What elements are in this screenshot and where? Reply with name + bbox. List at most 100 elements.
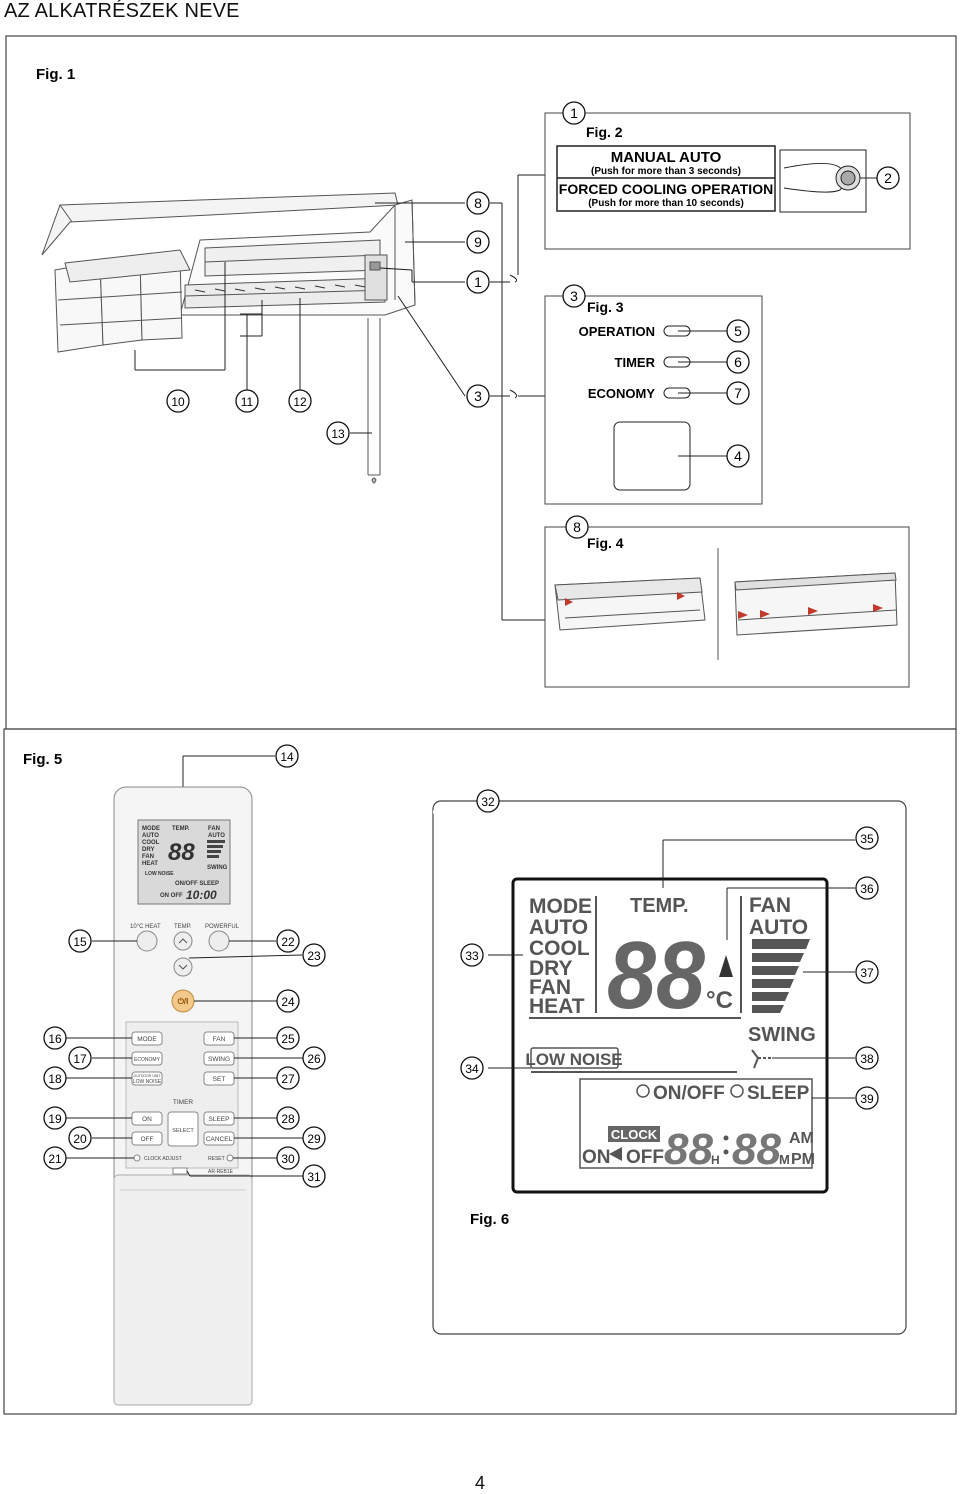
fig6-label: Fig. 6 bbox=[470, 1211, 509, 1228]
clock-adjust-button[interactable] bbox=[133, 1154, 141, 1162]
callout-circle-30 bbox=[276, 1146, 300, 1170]
callout-number-8: 8 bbox=[573, 519, 581, 535]
callout-circle-8 bbox=[466, 191, 490, 215]
callout-number-15: 15 bbox=[73, 935, 87, 949]
lcd-am: AM bbox=[789, 1130, 814, 1147]
fig4-frame bbox=[544, 526, 910, 688]
callout-number-7: 7 bbox=[734, 385, 742, 401]
economy-button-label: ECONOMY bbox=[134, 1057, 161, 1063]
callout-circle-27 bbox=[276, 1066, 300, 1090]
fig1-leader-lines bbox=[134, 174, 545, 621]
lcd-swing: SWING bbox=[748, 1024, 816, 1046]
lcd-h: H bbox=[711, 1153, 720, 1167]
temp-label: TEMP. bbox=[174, 924, 192, 930]
lcd-m: M bbox=[779, 1152, 790, 1167]
callout-circle-31 bbox=[302, 1164, 326, 1188]
clock-adjust-label: CLOCK ADJUST bbox=[144, 1156, 182, 1162]
lcd-timer-area bbox=[579, 1078, 813, 1169]
lcd-hours: 88 bbox=[664, 1125, 713, 1174]
callout-number-20: 20 bbox=[73, 1132, 87, 1146]
callout-number-10: 10 bbox=[171, 395, 185, 409]
lcd-mode: MODE bbox=[529, 895, 592, 918]
mode-button-label: MODE bbox=[137, 1036, 157, 1043]
callout-circle-1 bbox=[466, 270, 490, 294]
indicator-lamps bbox=[613, 325, 691, 491]
on-timer-label: ON bbox=[142, 1116, 152, 1123]
manual-auto-label: MANUAL AUTO bbox=[611, 149, 722, 166]
heat10-button[interactable] bbox=[136, 930, 158, 952]
operation-label: OPERATION bbox=[579, 324, 655, 339]
fig3-frame bbox=[544, 295, 763, 505]
callout-number-13: 13 bbox=[331, 427, 345, 441]
lcd-pm: PM bbox=[791, 1151, 815, 1168]
chevron-up-icon bbox=[178, 938, 188, 944]
callout-circle-10 bbox=[166, 389, 190, 413]
callout-circle-24 bbox=[276, 989, 300, 1013]
lcd-fan-label: FAN bbox=[749, 894, 791, 917]
lcd-on: ON bbox=[582, 1147, 611, 1168]
callout-number-8: 8 bbox=[474, 195, 482, 211]
lcd-low-noise: LOW NOISE bbox=[525, 1050, 622, 1069]
remote-lcd-dry: DRY bbox=[142, 847, 154, 853]
callout-circle-28 bbox=[276, 1106, 300, 1130]
callout-number-22: 22 bbox=[281, 935, 295, 949]
reset-button[interactable] bbox=[226, 1154, 234, 1162]
temp-up-button[interactable] bbox=[173, 931, 193, 951]
callout-number-39: 39 bbox=[860, 1092, 874, 1106]
lcd-cool: COOL bbox=[529, 937, 590, 960]
callout-circle-29 bbox=[302, 1126, 326, 1150]
lcd-off: OFF bbox=[626, 1147, 664, 1168]
timer-label: TIMER bbox=[615, 355, 656, 370]
callout-number-17: 17 bbox=[73, 1052, 87, 1066]
callout-circle-9 bbox=[466, 230, 490, 254]
callout-circle-22 bbox=[276, 929, 300, 953]
lcd-minutes: 88 bbox=[732, 1125, 781, 1174]
manual-auto-button-illustration bbox=[779, 149, 878, 213]
colon-dot-top bbox=[723, 1135, 729, 1141]
callout-number-25: 25 bbox=[281, 1032, 295, 1046]
callout-circle-18 bbox=[43, 1066, 67, 1090]
callout-number-14: 14 bbox=[280, 750, 294, 764]
clock-icon bbox=[636, 1084, 650, 1098]
sleep-clock-icon bbox=[730, 1084, 744, 1098]
temp-down-button[interactable] bbox=[173, 957, 193, 977]
lcd-temp-digits: 88 bbox=[607, 922, 706, 1029]
callout-number-1: 1 bbox=[474, 274, 482, 290]
lcd-heat: HEAT bbox=[529, 995, 585, 1018]
callout-circle-21 bbox=[43, 1146, 67, 1170]
callout-number-27: 27 bbox=[281, 1072, 295, 1086]
fig6-leader-lines bbox=[488, 839, 855, 1099]
callout-number-24: 24 bbox=[281, 995, 295, 1009]
callout-circle-16 bbox=[43, 1026, 67, 1050]
callout-circle-37 bbox=[855, 960, 879, 984]
callout-circle-38 bbox=[855, 1046, 879, 1070]
callout-number-34: 34 bbox=[465, 1062, 479, 1076]
remote-lcd-auto: AUTO bbox=[142, 833, 159, 839]
callout-number-12: 12 bbox=[293, 395, 307, 409]
swing-button-label: SWING bbox=[208, 1056, 230, 1063]
callout-circle-14 bbox=[275, 744, 299, 768]
lcd-on-off: ON/OFF bbox=[653, 1083, 725, 1104]
remote-lcd-time-digits: 10:00 bbox=[186, 888, 217, 902]
callout-number-35: 35 bbox=[860, 832, 874, 846]
fig5-frame bbox=[3, 728, 957, 1415]
callout-circle-25 bbox=[276, 1026, 300, 1050]
indoor-unit-illustration bbox=[41, 192, 416, 484]
power-icon: ⏻/I bbox=[178, 997, 189, 1006]
battery-icon bbox=[172, 1167, 188, 1175]
callout-number-4: 4 bbox=[734, 448, 742, 464]
powerful-button[interactable] bbox=[208, 930, 230, 952]
callout-circle-3 bbox=[562, 284, 586, 308]
lcd-sleep: SLEEP bbox=[747, 1083, 810, 1104]
low-noise-button-label: LOW NOISE bbox=[133, 1079, 162, 1085]
select-button[interactable] bbox=[167, 1111, 199, 1147]
callout-circle-13 bbox=[326, 421, 350, 445]
callout-number-3: 3 bbox=[570, 288, 578, 304]
remote-lcd-fan: FAN bbox=[142, 854, 154, 860]
lcd-display-outline bbox=[511, 877, 829, 1194]
callout-number-9: 9 bbox=[474, 234, 482, 250]
callout-number-6: 6 bbox=[734, 354, 742, 370]
lcd-dry: DRY bbox=[529, 957, 573, 980]
callout-circle-2 bbox=[876, 166, 900, 190]
